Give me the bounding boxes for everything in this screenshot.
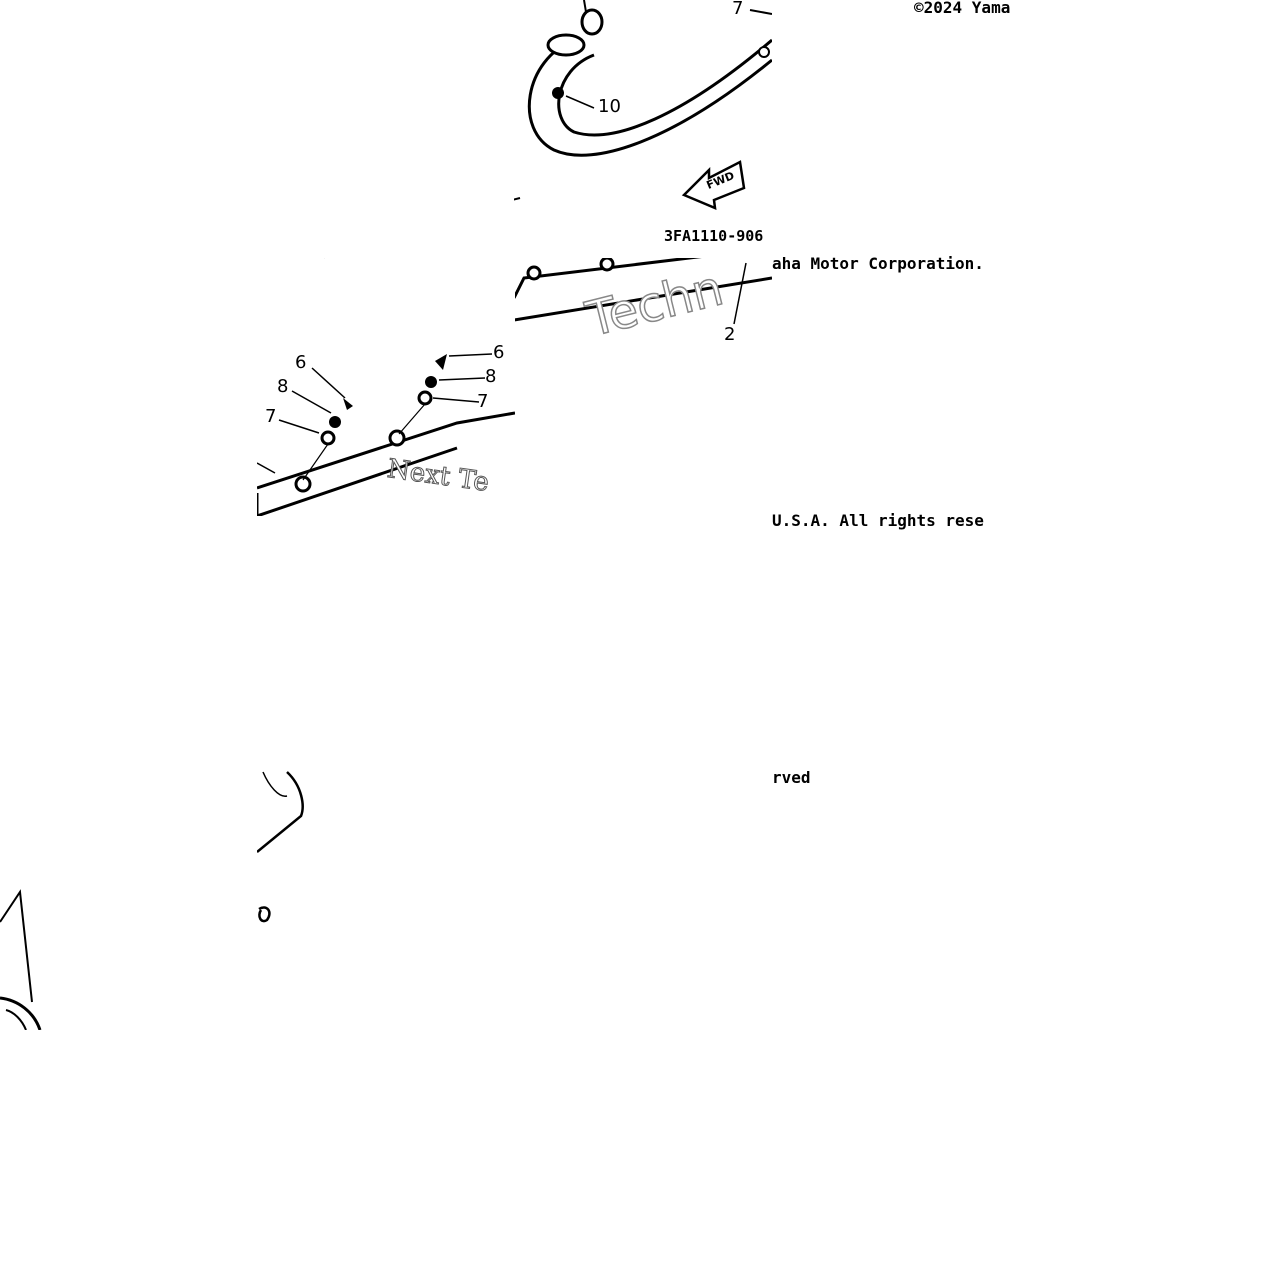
muffler-fragment-panel [257,516,515,1030]
callout-8-left: 8 [277,376,289,397]
callout-8-right: 8 [485,366,497,387]
fastener-drawing [257,258,515,516]
callout-10: 10 [598,96,621,117]
callout-7-top: 7 [732,0,744,19]
exhaust-pipe-drawing [514,0,772,210]
callout-2: 2 [724,324,736,345]
muffler-end-panel [0,772,258,1030]
fastener-panel: 9 6 8 7 6 8 7 Next Te [257,258,515,516]
callout-6-right: 6 [493,342,505,363]
callout-7-right: 7 [477,391,489,412]
muffler-fragment-drawing [257,771,304,923]
exhaust-pipe-panel: 7 10 FWD 3FA1110-906 [514,0,772,258]
copyright-line-1: ©2024 Yama [914,0,1011,17]
heat-protector-drawing [514,258,772,325]
callout-6-left: 6 [295,352,307,373]
copyright-line-2: aha Motor Corporation. [772,254,984,273]
callout-7-left: 7 [265,406,277,427]
fwd-arrow-icon [681,160,746,210]
copyright-line-4: rved [772,768,811,787]
copyright-line-3: U.S.A. All rights rese [772,511,984,530]
muffler-end-drawing [0,889,42,1030]
part-code: 3FA1110-906 [664,227,764,245]
heat-protector-panel: 2 Techn [514,258,772,516]
